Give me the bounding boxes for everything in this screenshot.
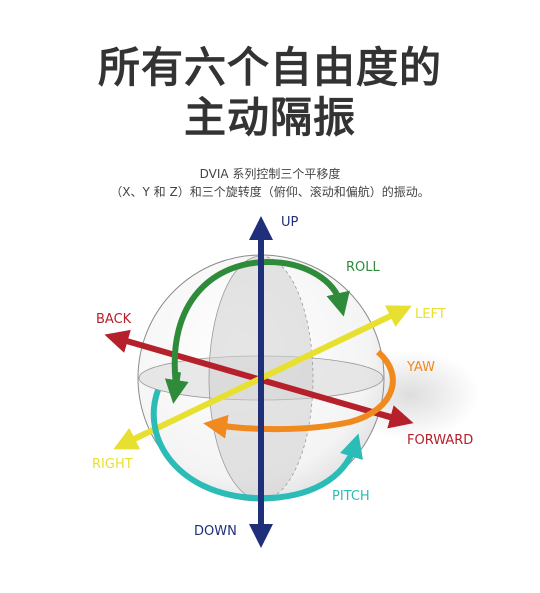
label-right: RIGHT bbox=[92, 457, 133, 472]
label-back: BACK bbox=[96, 312, 132, 327]
page-title-line-2: 主动隔振 bbox=[183, 93, 356, 142]
yaw-arrow bbox=[203, 349, 396, 439]
label-roll: ROLL bbox=[346, 260, 381, 275]
description-line-2: （X、Y 和 Z）和三个旋转度（俯仰、滚动和偏航）的振动。 bbox=[110, 185, 430, 199]
label-forward: FORWARD bbox=[407, 433, 473, 448]
roll-arrow-tail bbox=[164, 371, 189, 404]
forward-axis-head bbox=[379, 405, 414, 429]
label-pitch: PITCH bbox=[332, 489, 370, 504]
label-down: DOWN bbox=[194, 524, 237, 539]
right-axis-head bbox=[113, 427, 148, 450]
label-yaw: YAW bbox=[406, 360, 435, 375]
page-title-line-1: 所有六个自由度的 bbox=[97, 43, 442, 92]
roll-arrow bbox=[171, 258, 350, 386]
pitch-arrow bbox=[150, 388, 363, 502]
description-line-1: DVIA 系列控制三个平移度 bbox=[199, 167, 341, 181]
label-up: UP bbox=[281, 215, 299, 230]
label-left: LEFT bbox=[415, 307, 446, 322]
